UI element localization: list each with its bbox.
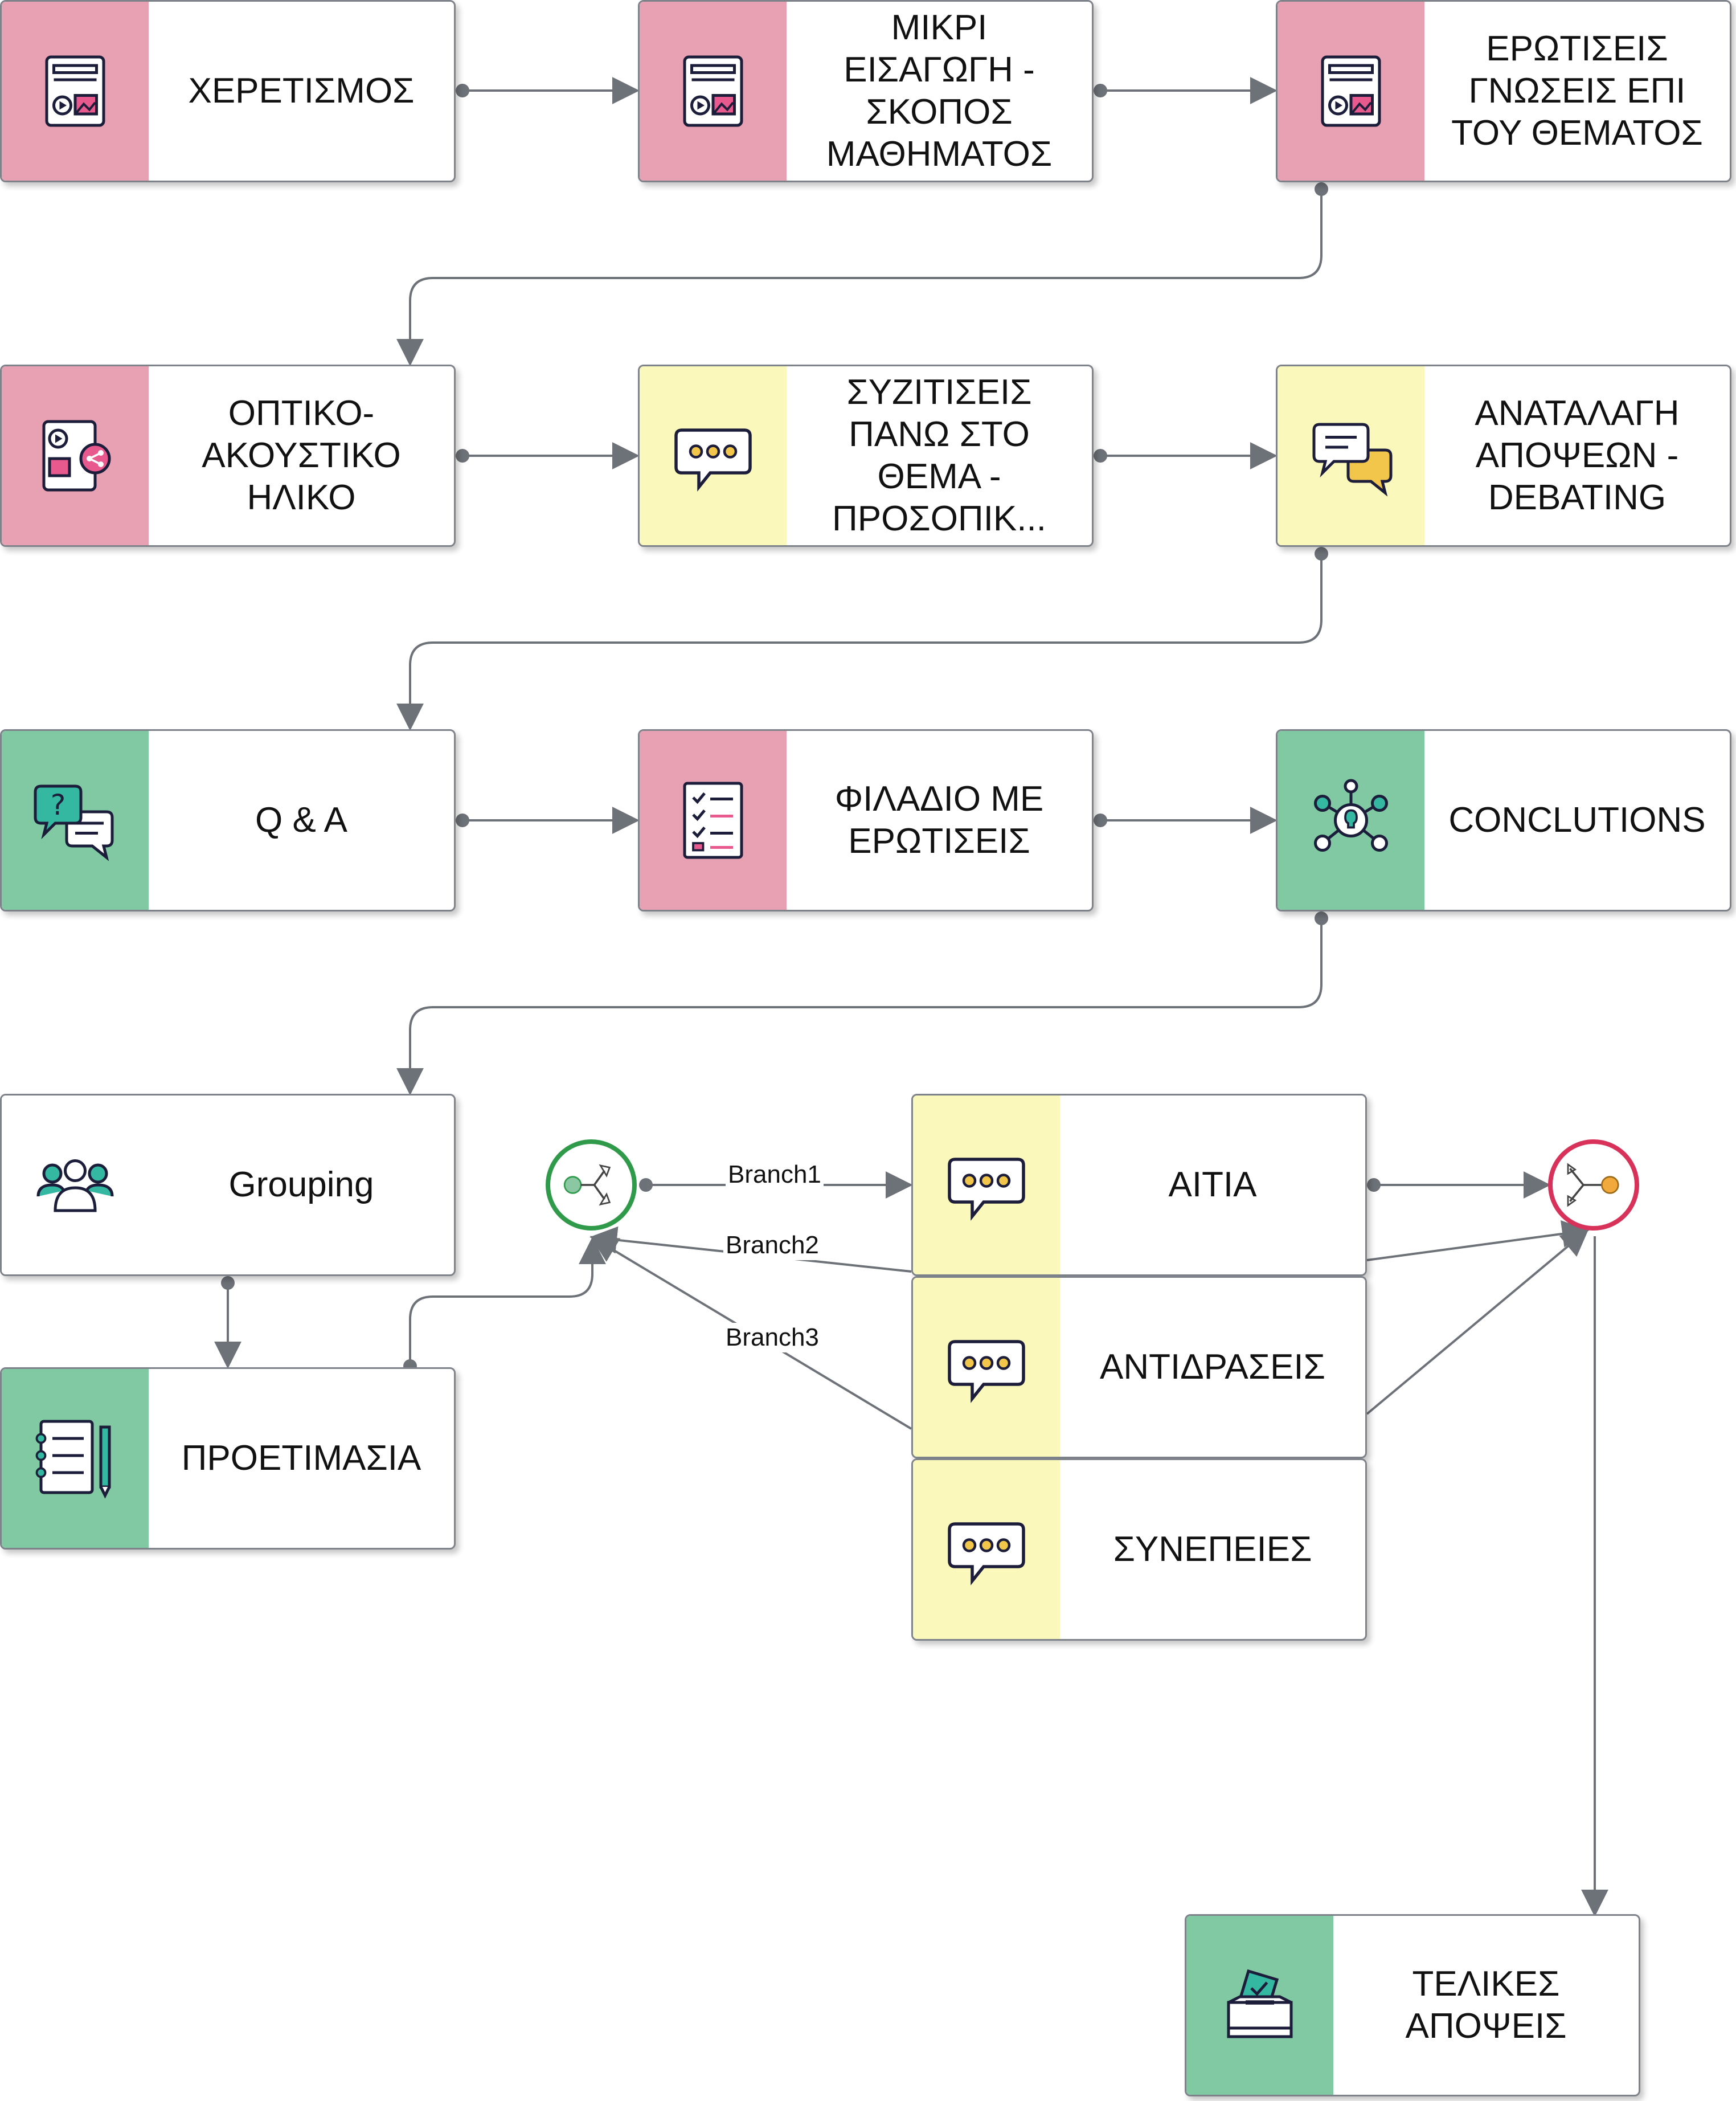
ballot-box-icon — [1186, 1916, 1333, 2095]
step-final-opinions[interactable]: ΤΕΛΙΚΕΣ ΑΠΟΨΕΙΣ — [1185, 1914, 1640, 2096]
step-debating[interactable]: ΑΝΑΤΑΛΑΓΗ ΑΠΟΨΕΩΝ - DEBATING — [1276, 365, 1731, 547]
branch-consequences[interactable]: ΣΥΝΕΠΕΙΕΣ — [911, 1458, 1367, 1641]
media-document-icon — [1278, 2, 1424, 181]
checklist-icon — [640, 731, 787, 910]
edge-n3-n4 — [396, 189, 1323, 366]
node-label: ΦΙΛΑΔΙΟ ΜΕ ΕΡΩΤΙΣΕΙΣ — [834, 779, 1044, 861]
speech-bubble-icon — [640, 366, 787, 545]
media-share-icon — [2, 366, 149, 545]
branch-causes[interactable]: ΑΙΤΙΑ — [911, 1094, 1367, 1276]
step-conclusions[interactable]: CONCLUTIONS — [1276, 729, 1731, 911]
media-document-icon — [640, 2, 787, 181]
edge-n6-n7 — [396, 554, 1323, 731]
step-greeting[interactable]: ΧΕΡΕΤΙΣΜΟΣ — [0, 0, 456, 182]
step-discussions[interactable]: ΣΥΖΙΤΙΣΕΙΣ ΠΑΝΩ ΣΤΟ ΘΕΜΑ - ΠΡΟΣΟΠΙΚ... — [638, 365, 1094, 547]
speech-bubble-icon — [913, 1460, 1060, 1639]
svg-text:?: ? — [51, 788, 66, 821]
step-worksheet[interactable]: ΦΙΛΑΔΙΟ ΜΕ ΕΡΩΤΙΣΕΙΣ — [638, 729, 1094, 911]
merge-gateway[interactable] — [1548, 1139, 1639, 1231]
notebook-pencil-icon — [2, 1369, 149, 1548]
speech-bubble-icon — [913, 1096, 1060, 1274]
node-label: Q & A — [255, 800, 347, 840]
node-label: ΕΡΩΤΙΣΕΙΣ ΓΝΩΣΕΙΣ ΕΠΙ ΤΟΥ ΘΕΜΑΤΟΣ — [1451, 29, 1703, 153]
node-label: ΟΠΤΙΚΟ- ΑΚΟΥΣΤΙΚΟ ΗΛΙΚΟ — [202, 394, 401, 517]
lightbulb-network-icon — [1278, 731, 1424, 910]
node-label: ΠΡΟΕΤΙΜΑΣΙΑ — [181, 1438, 421, 1478]
node-label: Grouping — [228, 1165, 374, 1204]
question-answer-icon: ? — [2, 731, 149, 910]
edge-n11-gw1 — [409, 1237, 606, 1366]
node-label: ΑΝΑΤΑΛΑΓΗ ΑΠΟΨΕΩΝ - DEBATING — [1475, 394, 1680, 517]
edge-n12b-gw2 — [1366, 1220, 1590, 1261]
two-speech-bubbles-icon — [1278, 366, 1424, 545]
people-group-icon — [2, 1096, 149, 1274]
node-label: ΜΙΚΡΙ ΕΙΣΑΓΩΓΗ - ΣΚΟΠΟΣ ΜΑΘΗΜΑΤΟΣ — [826, 8, 1053, 174]
step-audiovisual[interactable]: ΟΠΤΙΚΟ- ΑΚΟΥΣΤΙΚΟ ΗΛΙΚΟ — [0, 365, 456, 547]
node-label: CONCLUTIONS — [1448, 800, 1706, 840]
edge-n9-n10 — [396, 918, 1323, 1096]
edge-label-branch1: Branch1 — [726, 1160, 824, 1190]
speech-bubble-icon — [913, 1278, 1060, 1457]
step-preparation[interactable]: ΠΡΟΕΤΙΜΑΣΙΑ — [0, 1367, 456, 1550]
split-gateway[interactable] — [546, 1139, 637, 1231]
edge-n13b-gw2 — [1366, 1228, 1589, 1415]
branch-reactions[interactable]: ΑΝΤΙΔΡΑΣΕΙΣ — [911, 1276, 1367, 1458]
node-label: ΧΕΡΕΤΙΣΜΟΣ — [188, 71, 415, 111]
merge-gateway-icon — [1567, 1163, 1619, 1207]
node-label: ΑΝΤΙΔΡΑΣΕΙΣ — [1100, 1347, 1325, 1387]
edge-label-branch3: Branch3 — [723, 1323, 821, 1352]
node-label: ΣΥΖΙΤΙΣΕΙΣ ΠΑΝΩ ΣΤΟ ΘΕΜΑ - ΠΡΟΣΟΠΙΚ... — [832, 373, 1046, 538]
step-short-intro[interactable]: ΜΙΚΡΙ ΕΙΣΑΓΩΓΗ - ΣΚΟΠΟΣ ΜΑΘΗΜΑΤΟΣ — [638, 0, 1094, 182]
node-label: ΑΙΤΙΑ — [1168, 1165, 1257, 1204]
split-gateway-icon — [563, 1164, 611, 1206]
step-q-and-a[interactable]: ? Q & A — [0, 729, 456, 911]
step-knowledge-questions[interactable]: ΕΡΩΤΙΣΕΙΣ ΓΝΩΣΕΙΣ ΕΠΙ ΤΟΥ ΘΕΜΑΤΟΣ — [1276, 0, 1731, 182]
media-document-icon — [2, 2, 149, 181]
node-label: ΤΕΛΙΚΕΣ ΑΠΟΨΕΙΣ — [1405, 1964, 1567, 2046]
edge-label-branch2: Branch2 — [723, 1231, 821, 1260]
node-label: ΣΥΝΕΠΕΙΕΣ — [1113, 1530, 1312, 1569]
step-grouping[interactable]: Grouping — [0, 1094, 456, 1276]
